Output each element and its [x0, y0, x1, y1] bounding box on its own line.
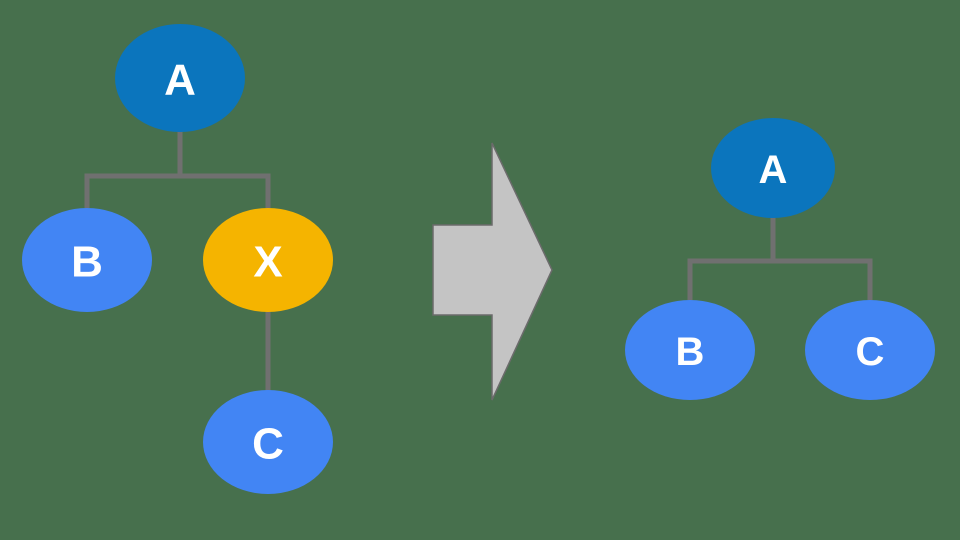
node-b-after[interactable]: B: [625, 300, 755, 400]
transition-arrow-group: [432, 142, 553, 401]
node-c-after-shape: [805, 300, 935, 400]
node-x-before-label: X: [253, 238, 282, 287]
before-tree-group: A B X C: [22, 24, 333, 494]
node-b-before-shape: [22, 208, 152, 312]
node-b-after-label: B: [676, 330, 705, 374]
node-a-before[interactable]: A: [115, 24, 245, 132]
node-b-before[interactable]: B: [22, 208, 152, 312]
node-c-after[interactable]: C: [805, 300, 935, 400]
node-a-before-label: A: [164, 56, 196, 105]
right-arrow-icon: [432, 142, 553, 401]
node-b-before-label: B: [71, 238, 103, 287]
edge-bracket-a-children: [84, 173, 271, 208]
node-x-before[interactable]: X: [203, 208, 333, 312]
node-c-after-label: C: [856, 330, 885, 374]
edge-bracket-a-children-after: [687, 258, 873, 300]
node-c-before-shape: [203, 390, 333, 494]
edge-group-before: [84, 130, 271, 392]
node-a-after-label: A: [759, 148, 788, 192]
node-a-after[interactable]: A: [711, 118, 835, 218]
node-a-after-shape: [711, 118, 835, 218]
node-c-before[interactable]: C: [203, 390, 333, 494]
after-tree-group: A B C: [625, 118, 935, 400]
node-a-before-shape: [115, 24, 245, 132]
node-x-before-shape: [203, 208, 333, 312]
node-b-after-shape: [625, 300, 755, 400]
node-c-before-label: C: [252, 420, 284, 469]
edge-group-after: [687, 216, 873, 300]
